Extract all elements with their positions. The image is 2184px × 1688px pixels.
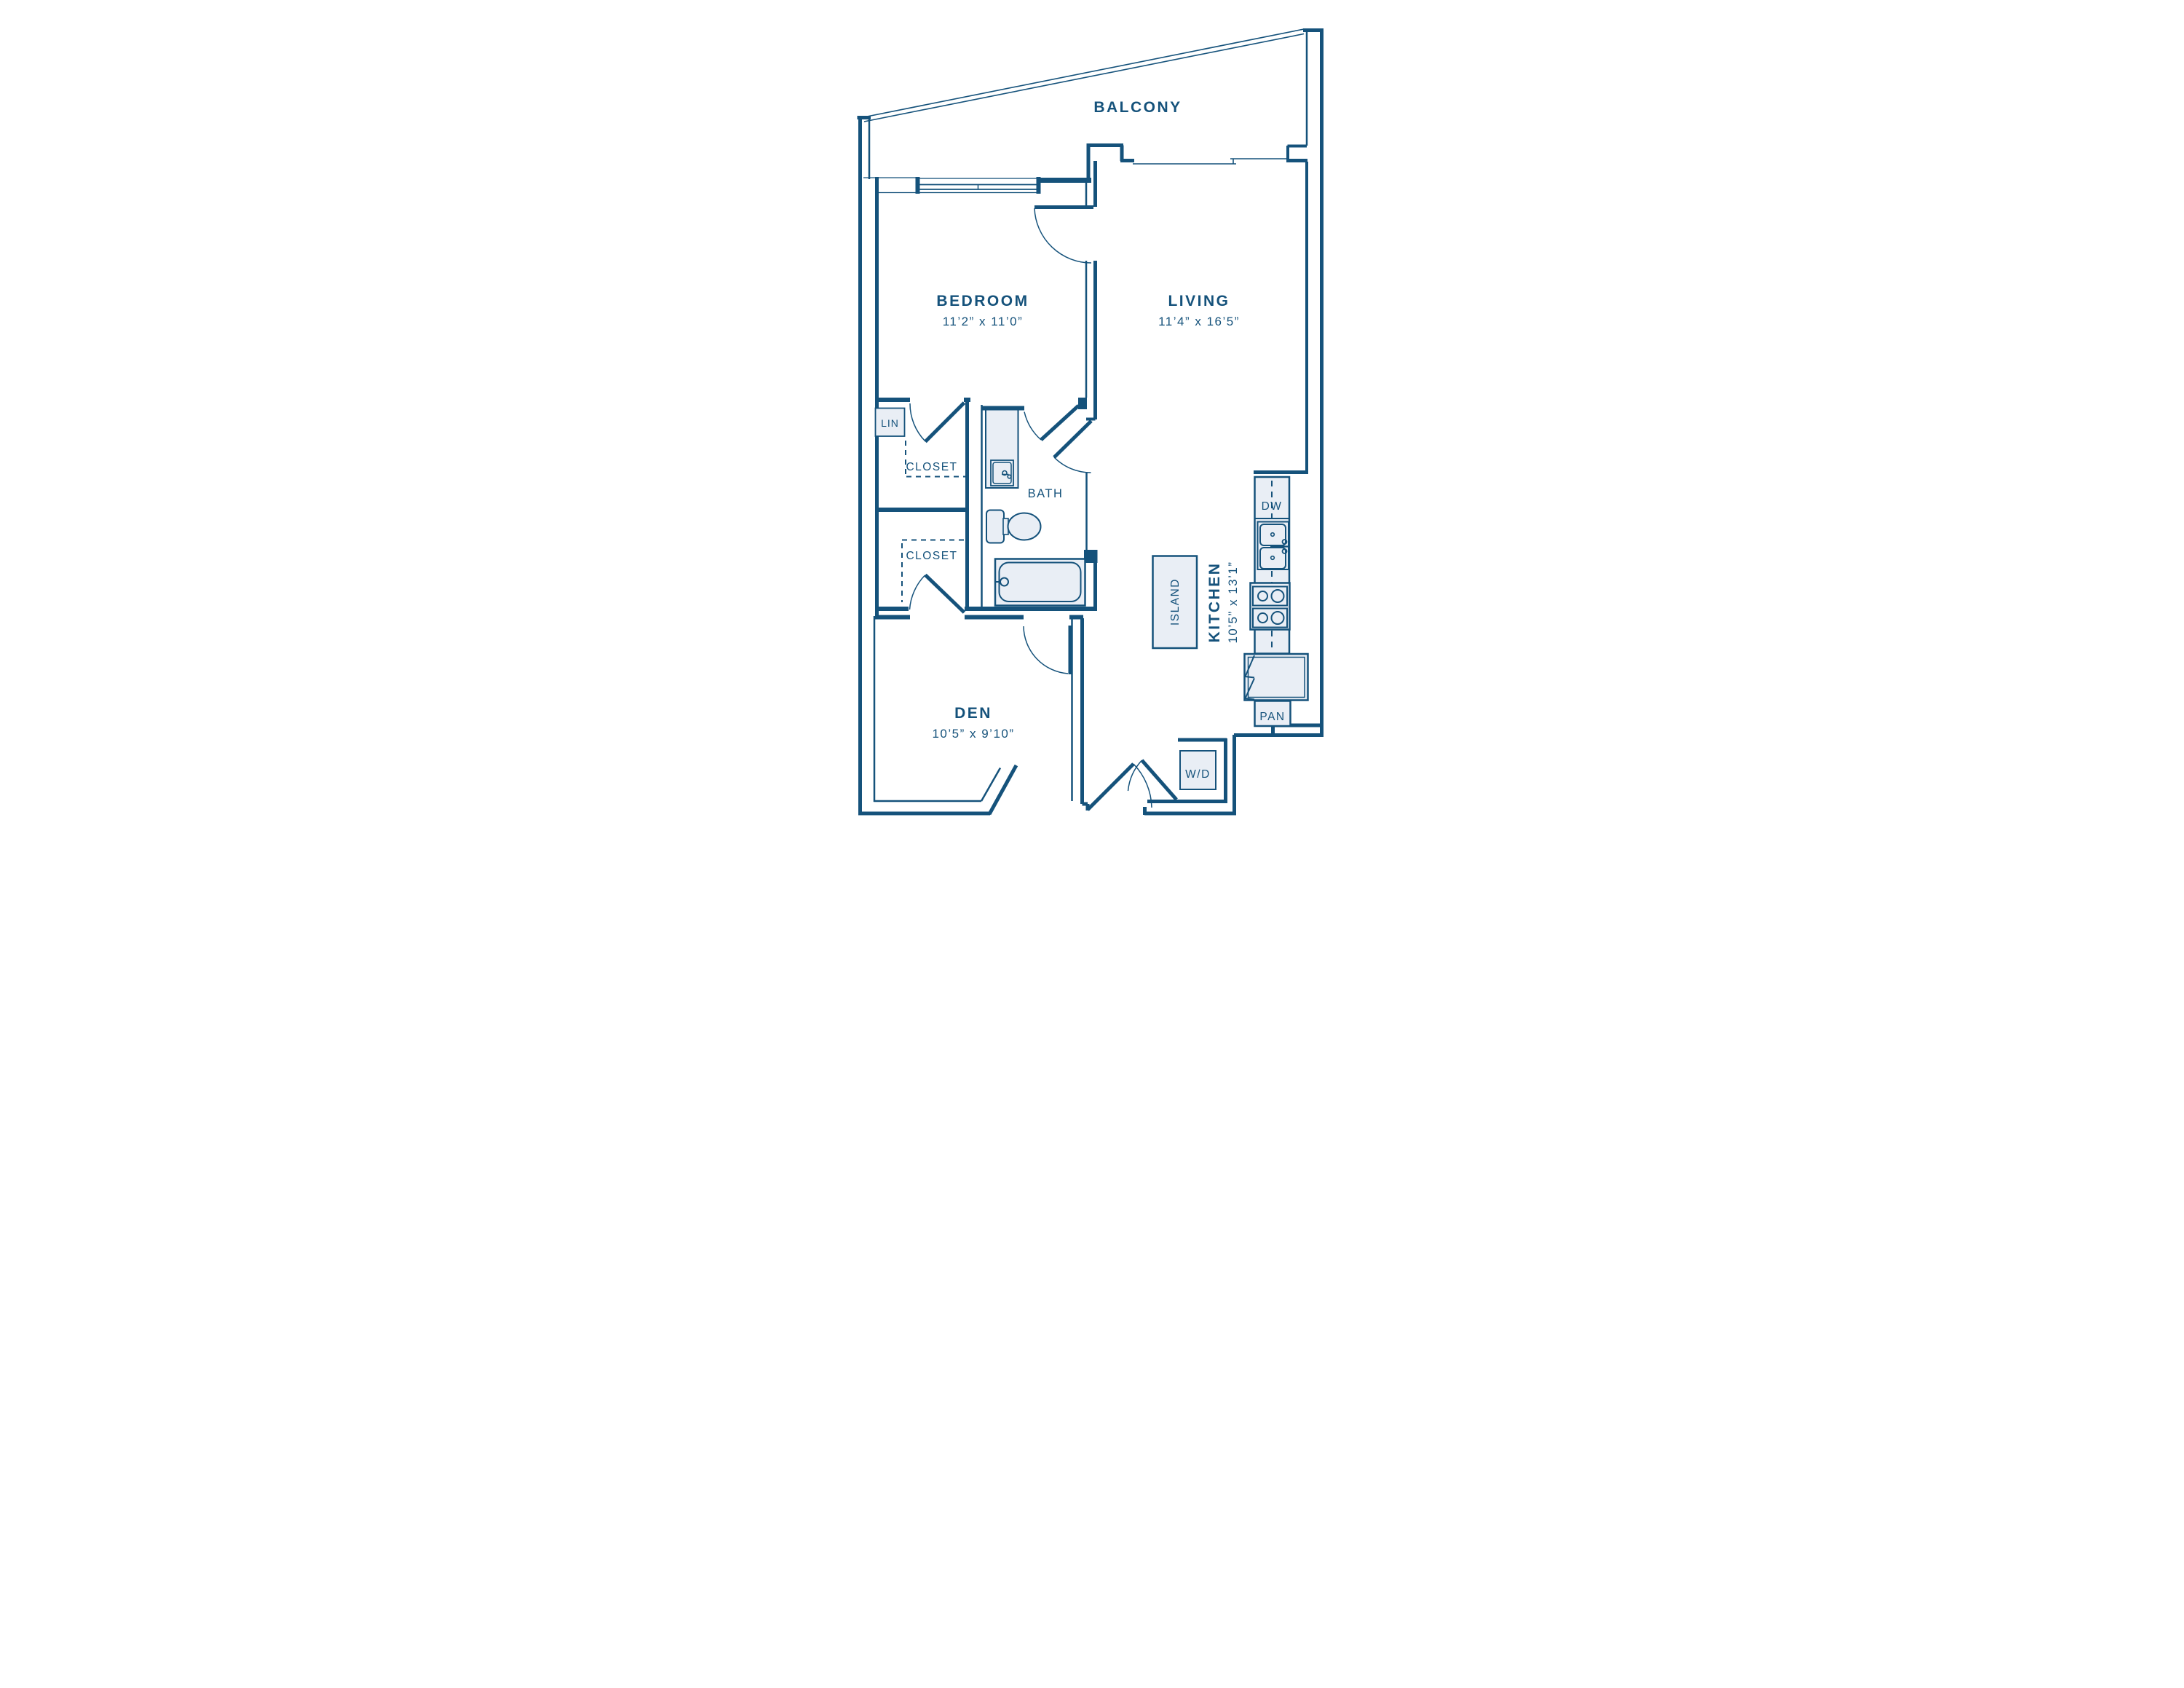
bedroom-window — [918, 178, 1038, 194]
window-jambs — [915, 177, 1041, 194]
room-labels: BALCONY BEDROOM 11’2” x 11’0” LIVING 11’… — [906, 99, 1240, 741]
cooktop — [1249, 582, 1291, 631]
washer-dryer: W/D — [1179, 750, 1216, 790]
balcony-railing — [863, 28, 1305, 122]
dishwasher-label: DW — [1262, 500, 1283, 513]
kitchen-label: KITCHEN — [1206, 562, 1223, 643]
kitchen: DW — [1243, 162, 1309, 727]
bath-fixtures — [985, 409, 1086, 607]
den-label: DEN — [954, 705, 992, 722]
pantry-shelf: PAN — [1254, 700, 1291, 727]
bathtub — [994, 558, 1086, 607]
balcony-label: BALCONY — [1093, 99, 1182, 116]
bath-door — [1024, 404, 1080, 441]
living-balcony-slider — [1133, 158, 1287, 165]
floor-plan: W/D DW — [857, 28, 1324, 816]
wd-closet-door — [1127, 759, 1178, 801]
hall-door — [1053, 419, 1093, 473]
partition-walls — [873, 177, 1097, 802]
living-dims: 11’4” x 16’5” — [1158, 315, 1240, 328]
vanity-sink — [985, 409, 1019, 489]
living-label: LIVING — [1168, 293, 1230, 309]
kitchen-sink — [1257, 521, 1289, 570]
kitchen-island: ISLAND — [1152, 555, 1198, 650]
closet-upper-door — [909, 401, 966, 443]
toilet — [986, 509, 1042, 544]
bedroom-label: BEDROOM — [936, 293, 1029, 309]
closet-upper-label: CLOSET — [906, 461, 957, 473]
closet-lower-label: CLOSET — [906, 550, 957, 562]
den-dims: 10’5” x 9’10” — [932, 727, 1014, 741]
balcony-side-walls — [863, 143, 1307, 194]
refrigerator — [1243, 652, 1309, 701]
floor-plan-page: W/D DW — [546, 0, 1638, 844]
pantry-label: PAN — [1259, 711, 1285, 723]
bedroom-dims: 11’2” x 11’0” — [943, 315, 1024, 328]
island-label: ISLAND — [1169, 578, 1182, 626]
exterior-walls — [857, 28, 1324, 816]
linen-closet: LIN — [874, 407, 906, 437]
den-entry-walls — [1071, 618, 1324, 816]
closet-lower-door — [909, 573, 966, 614]
den-door — [1023, 626, 1072, 674]
bedroom-door — [1034, 205, 1093, 264]
bedroom-living-wall — [1085, 161, 1097, 610]
washer-dryer-label: W/D — [1185, 768, 1211, 781]
closet-rod-dashes — [901, 441, 967, 602]
entry-door — [1086, 762, 1152, 811]
kitchen-dims: 10’5” x 13’1” — [1226, 561, 1240, 643]
linen-label: LIN — [881, 417, 899, 429]
bath-label: BATH — [1028, 487, 1064, 500]
wall-jamb-blocks — [1078, 398, 1098, 563]
doors — [909, 205, 1178, 811]
